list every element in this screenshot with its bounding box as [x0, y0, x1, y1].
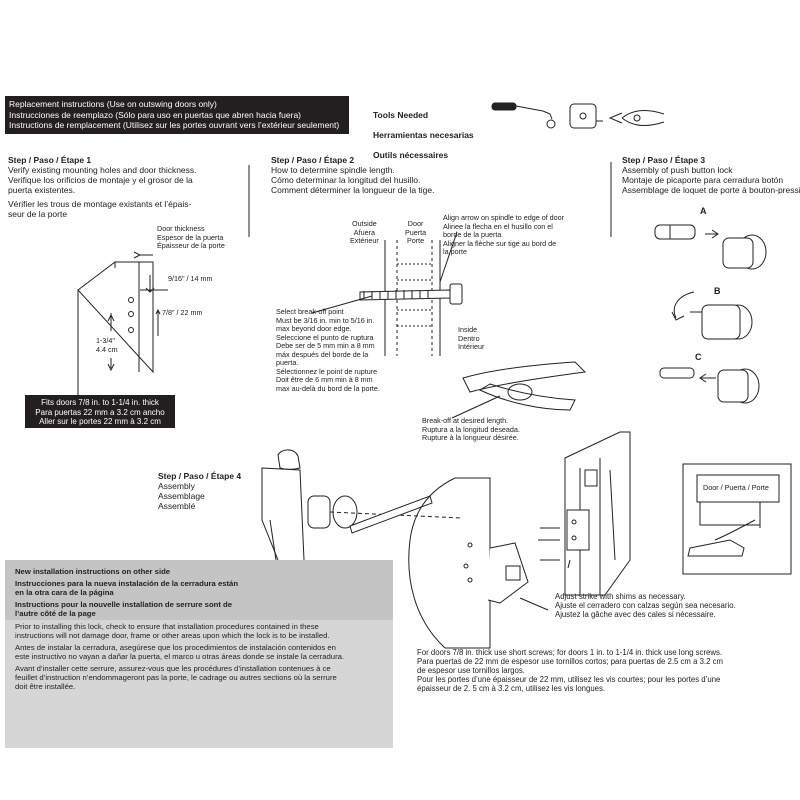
step2-cutter-drawing	[451, 361, 587, 419]
tape-measure-icon	[569, 103, 603, 129]
step1-section: Step / Paso / Étape 1 Verify existing mo…	[8, 155, 197, 219]
notice-body: Prior to installing this lock, check to …	[15, 622, 345, 691]
step3-part-a	[654, 224, 767, 270]
notice-heading-band	[5, 560, 393, 620]
step4-text: Assembly Assemblage Assemblé	[158, 481, 205, 511]
dim-9-16-label: 9/16" / 14 mm	[168, 274, 213, 283]
door-thickness-label: Door thickness Espesor de la puerta Épai…	[157, 224, 225, 250]
step3-section: Step / Paso / Étape 3 Assembly of push b…	[622, 155, 800, 195]
align-arrow-note: Align arrow on spindle to edge of door A…	[443, 213, 565, 256]
screws-note: For doors 7/8 in. thick use short screws…	[417, 648, 723, 693]
banner-line-es: Instrucciones de reemplazo (Sólo para us…	[9, 109, 302, 120]
step4-inset-drawing	[682, 463, 792, 575]
step4-frame-drawing	[538, 431, 631, 596]
replacement-instructions-banner: Replacement instructions (Use on outswin…	[5, 96, 349, 134]
step3-label-c: C	[695, 352, 702, 362]
step4-title: Step / Paso / Étape 4	[158, 471, 242, 481]
step2-title: Step / Paso / Étape 2	[271, 155, 355, 165]
tools-needed-label: Tools Needed Herramientas necesarias Out…	[373, 110, 474, 160]
pliers-icon	[608, 110, 665, 126]
notice-heading: New installation instructions on other s…	[15, 567, 239, 618]
inside-label: Inside Dentro Intérieur	[458, 325, 485, 351]
step2-section: Step / Paso / Étape 2 How to determine s…	[271, 155, 434, 195]
step4-section: Step / Paso / Étape 4 Assembly Assemblag…	[158, 471, 241, 511]
screwdriver-icon	[491, 102, 556, 129]
break-off-note: Break-off at desired length. Ruptura a l…	[422, 416, 520, 442]
banner-line-fr: Instructions de remplacement (Utilisez s…	[9, 120, 340, 130]
step3-label-a: A	[700, 206, 707, 216]
step3-part-b	[671, 291, 753, 340]
step2-text: How to determine spindle length. Cómo de…	[271, 165, 435, 195]
step3-title: Step / Paso / Étape 3	[622, 155, 706, 165]
step2-spindle-drawing	[311, 231, 463, 356]
fits-doors-box: Fits doors 7/8 in. to 1-1/4 in. thick Pa…	[25, 395, 175, 428]
banner-line-en: Replacement instructions (Use on outswin…	[9, 99, 217, 109]
step3-label-b: B	[714, 286, 721, 296]
step1-text: Verify existing mounting holes and door …	[8, 165, 197, 219]
step1-title: Step / Paso / Étape 1	[8, 155, 92, 165]
dim-1-3-4-label: 1-3/4" 4.4 cm	[96, 336, 118, 354]
step4-door-drawing	[408, 477, 549, 649]
dim-7-8-label: 7/8" / 22 mm	[162, 308, 203, 317]
select-break-off-note: Select break-off point Must be 3/16 in. …	[276, 307, 380, 393]
door-label: Door Puerta Porte	[405, 219, 427, 245]
installation-notice-box: New installation instructions on other s…	[5, 560, 393, 748]
step3-part-c	[659, 367, 760, 404]
adjust-strike-note: Adjust strike with shims as necessary. A…	[555, 592, 736, 619]
door-inset-label: Door / Puerta / Porte	[703, 483, 769, 492]
outside-label: Outside Afuera Extérieur	[350, 219, 379, 245]
step1-door-drawing	[77, 251, 168, 398]
step3-text: Assembly of push button lock Montaje de …	[622, 165, 800, 195]
